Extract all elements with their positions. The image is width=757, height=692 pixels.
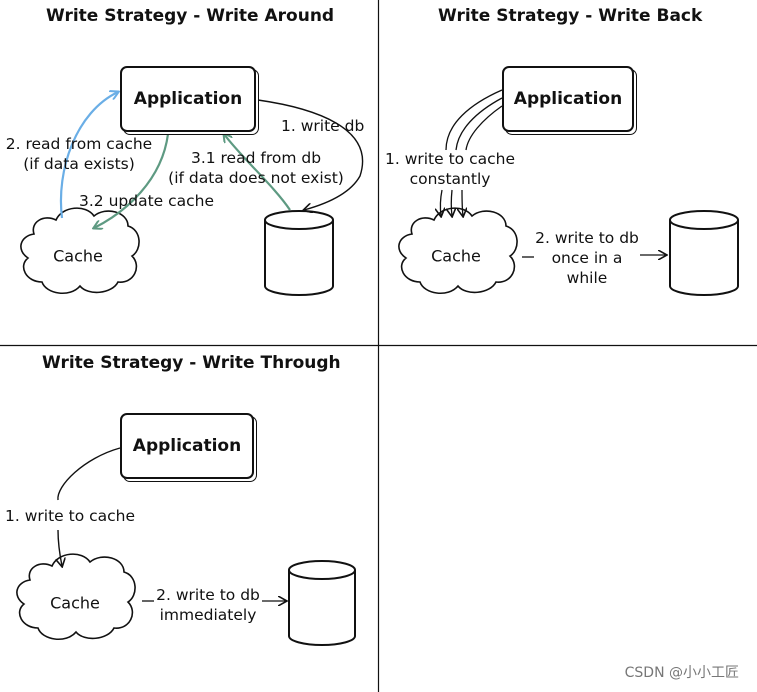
write-around-panel (20, 92, 364, 296)
write-db-label: 1. write db (281, 117, 365, 135)
write-to-db-label: 2. write to db immediately (152, 585, 264, 625)
cache-label: Cache (53, 246, 103, 266)
label-line: (if data exists) (23, 155, 135, 173)
write-to-cache-arrow (57, 447, 121, 501)
write-to-cache-arrow-head (58, 529, 62, 566)
update-cache-label: 3.2 update cache (79, 192, 215, 210)
application-box: Application (120, 413, 254, 479)
read-from-cache-label: 2. read from cache (if data exists) (4, 134, 154, 174)
application-box: Application (120, 66, 256, 132)
update-cache-arrow (94, 133, 170, 228)
label-line: 2. read from cache (5, 135, 153, 153)
read-from-cache-arrow (59, 92, 118, 219)
label-line: constantly (409, 170, 491, 188)
label-line: once in a (551, 249, 623, 267)
write-to-db-label: 2. write to db once in a while (532, 228, 642, 288)
label-line: immediately (159, 606, 257, 624)
label-line: while (566, 269, 608, 287)
cache-cloud (16, 553, 136, 640)
label-line: 1. write to cache (384, 150, 515, 168)
database-cylinder (669, 210, 739, 296)
label-line: 2. write to db (535, 229, 639, 247)
cache-label: Cache (431, 246, 481, 266)
write-to-cache-label: 1. write to cache constantly (381, 149, 519, 189)
write-db-arrow (257, 99, 364, 210)
write-back-panel (398, 89, 739, 296)
read-from-db-arrow (224, 134, 291, 211)
database-cylinder (288, 560, 356, 646)
application-box: Application (502, 66, 634, 132)
watermark: CSDN @小小工匠 (624, 665, 739, 681)
write-to-cache-label: 1. write to cache (5, 507, 136, 525)
read-from-db-label: 3.1 read from db (if data does not exist… (160, 148, 352, 188)
write-to-cache-constantly-arrows (440, 89, 503, 216)
write-through-panel (16, 447, 356, 646)
label-line: (if data does not exist) (168, 169, 344, 187)
label-line: 3.1 read from db (190, 149, 322, 167)
cache-label: Cache (50, 593, 100, 613)
write-through-title: Write Strategy - Write Through (42, 353, 341, 373)
label-line: 2. write to db (156, 586, 260, 604)
cache-cloud (20, 207, 140, 294)
database-cylinder (264, 210, 334, 296)
write-back-title: Write Strategy - Write Back (438, 6, 703, 26)
write-around-title: Write Strategy - Write Around (46, 6, 335, 26)
